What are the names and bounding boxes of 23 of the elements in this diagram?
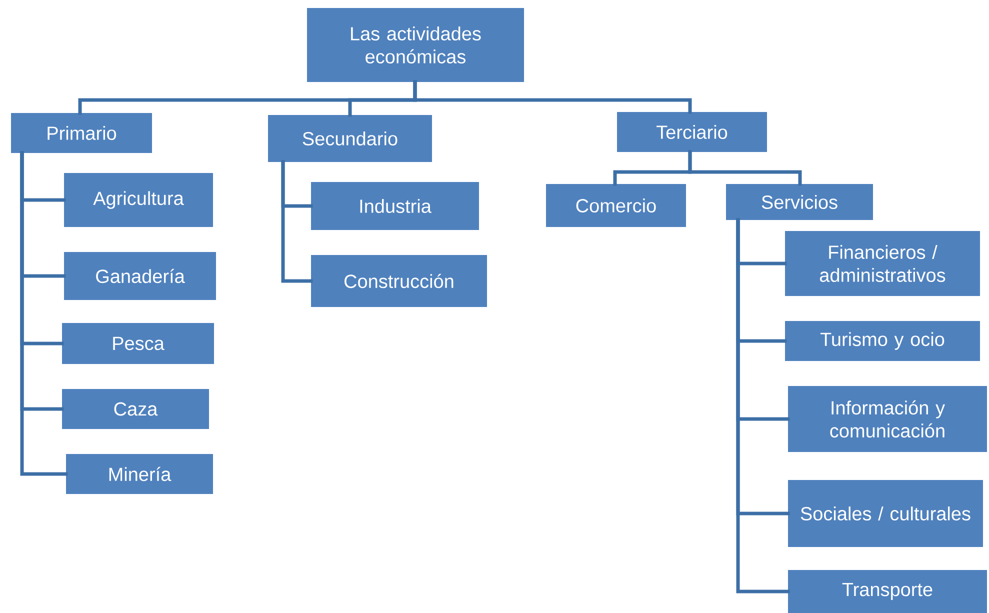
- category-box: Construcción: [311, 255, 487, 307]
- category-box: Terciario: [617, 112, 767, 152]
- category-box: Agricultura: [64, 173, 213, 227]
- category-box: Industria: [311, 182, 479, 230]
- category-box: Pesca: [62, 323, 214, 364]
- category-box: Transporte: [788, 570, 987, 613]
- category-box: Turismo y ocio: [785, 321, 980, 361]
- connector-line: [20, 151, 68, 476]
- category-box: Comercio: [546, 184, 686, 227]
- category-box: Las actividades económicas: [307, 8, 524, 82]
- category-box: Primario: [11, 113, 152, 153]
- category-box: Información y comunicación: [788, 386, 987, 452]
- category-box: Sociales / culturales: [788, 480, 983, 547]
- connector-line: [736, 218, 790, 594]
- category-box: Minería: [66, 454, 213, 494]
- category-box: Servicios: [726, 184, 873, 220]
- connector-line: [688, 150, 802, 186]
- category-box: Caza: [62, 389, 209, 429]
- connector-line: [281, 160, 313, 283]
- connector-line: [413, 80, 692, 114]
- category-box: Financieros / administrativos: [785, 231, 980, 296]
- category-box: Secundario: [268, 115, 432, 162]
- category-box: Ganadería: [64, 252, 216, 300]
